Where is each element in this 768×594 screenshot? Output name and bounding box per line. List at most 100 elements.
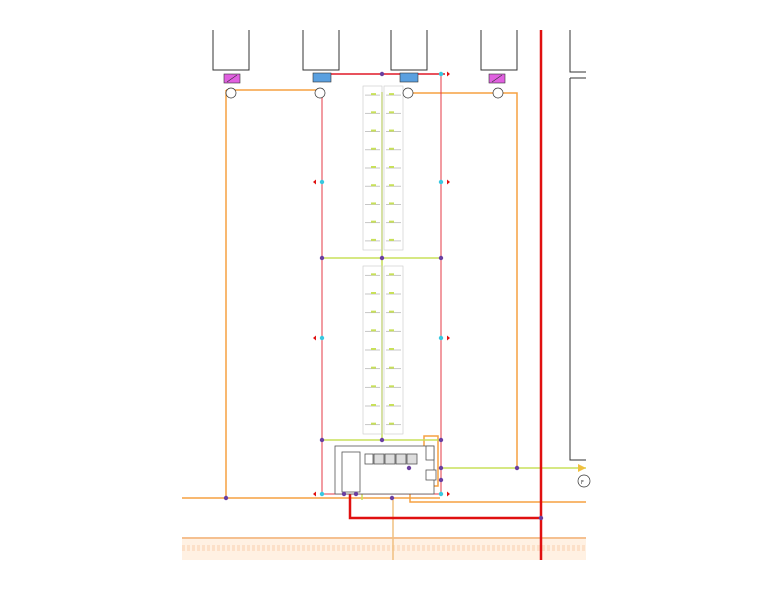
fixture-icon [492, 87, 504, 99]
arrow-marker-icon [447, 491, 450, 497]
shelf-fixture [371, 238, 376, 241]
shelf-fixture [389, 129, 394, 132]
bottom-equipment [334, 445, 437, 495]
equipment-module-2 [373, 453, 385, 465]
arrow-marker-icon [313, 491, 316, 497]
junction-node-icon [353, 491, 359, 497]
top-room-outlines [212, 30, 518, 71]
shelf-column-left [362, 265, 383, 435]
shelf-column-right [383, 265, 404, 435]
room-outline-3 [390, 30, 428, 71]
shelf-fixture [389, 273, 394, 276]
junction-nodes [223, 71, 544, 521]
equipment-module-1 [364, 453, 374, 465]
blue-device-icon [399, 72, 419, 83]
fixture-icon [225, 87, 237, 99]
junction-node-icon [379, 437, 385, 443]
shelf-column-right [383, 85, 404, 251]
shelf-fixture [371, 202, 376, 205]
arrow-marker-icon [313, 179, 316, 185]
junction-node-icon [389, 495, 395, 501]
shelf-fixture [371, 93, 376, 96]
main-red-bus [348, 30, 543, 560]
right-building-outline [569, 30, 586, 461]
shelf-fixture [389, 292, 394, 294]
junction-node-icon [379, 255, 385, 261]
bottom-band [182, 537, 586, 560]
shelving-lower [362, 265, 404, 435]
shelf-fixture [389, 238, 394, 241]
fixture-icon [314, 87, 326, 99]
shelf-fixture [389, 93, 394, 96]
shelving-upper [362, 85, 404, 251]
shelf-fixture [371, 292, 376, 294]
shelf-fixture [389, 329, 394, 332]
fixture-icon [402, 87, 414, 99]
shelf-fixture [389, 366, 394, 369]
shelf-fixture [389, 147, 394, 150]
shelf-fixture [389, 166, 394, 168]
fixture-box-1 [425, 445, 435, 461]
shelf-fixture [371, 310, 376, 313]
junction-node-icon [438, 71, 444, 77]
shelf-fixture [389, 385, 394, 388]
shelf-fixture [389, 111, 394, 114]
shelf-fixture [371, 404, 376, 406]
arrow-marker-icon [447, 179, 450, 185]
right-wall-top [569, 30, 586, 73]
room-outline-2 [302, 30, 340, 71]
junction-node-icon [538, 515, 544, 521]
shelf-fixture [371, 111, 376, 114]
shelf-fixture [371, 147, 376, 150]
shelf-fixture [371, 129, 376, 132]
shelf-fixture [371, 348, 376, 350]
fixture-box-2 [425, 469, 437, 481]
junction-node-icon [319, 437, 325, 443]
junction-node-icon [319, 335, 325, 341]
shelf-fixture [371, 329, 376, 332]
junction-node-icon [319, 491, 325, 497]
shelf-fixture [389, 220, 394, 223]
shelf-fixture [389, 422, 394, 425]
junction-node-icon [438, 179, 444, 185]
arrow-marker-icon [447, 71, 450, 77]
feeder-right [410, 92, 518, 468]
equipment-module-3 [384, 453, 396, 465]
device-tag-circle [577, 474, 591, 488]
shelf-column-left [362, 85, 383, 251]
right-device-tag: F [577, 464, 591, 488]
shelf-fixture [389, 202, 394, 205]
junction-node-icon [438, 335, 444, 341]
junction-node-icon [319, 179, 325, 185]
junction-node-icon [406, 465, 412, 471]
blue-device-icon [312, 72, 332, 83]
room-outline-1 [212, 30, 250, 71]
device-tag-label: F [581, 480, 584, 486]
equipment-module-5 [406, 453, 418, 465]
shelf-fixture [371, 166, 376, 168]
shelf-fixture [371, 220, 376, 223]
top-devices [223, 72, 506, 99]
equipment-module-4 [395, 453, 407, 465]
junction-node-icon [223, 495, 229, 501]
lime-circuits [322, 92, 586, 500]
room-outline-4 [480, 30, 518, 71]
junction-node-icon [438, 477, 444, 483]
main-lower-bus [348, 494, 541, 520]
junction-node-icon [341, 491, 347, 497]
shelf-fixture [371, 273, 376, 276]
shelf-fixture [371, 184, 376, 187]
shelf-fixture [371, 385, 376, 388]
arrow-marker-icon [447, 335, 450, 341]
shelf-fixture [389, 348, 394, 350]
junction-node-icon [438, 255, 444, 261]
arrow-marker-icon [313, 335, 316, 341]
right-wall-side [569, 78, 586, 461]
shelf-fixture [389, 310, 394, 313]
junction-node-icon [438, 491, 444, 497]
red-circuits [321, 73, 445, 495]
shelf-fixture [389, 184, 394, 187]
junction-node-icon [438, 437, 444, 443]
shelf-fixture [371, 422, 376, 425]
